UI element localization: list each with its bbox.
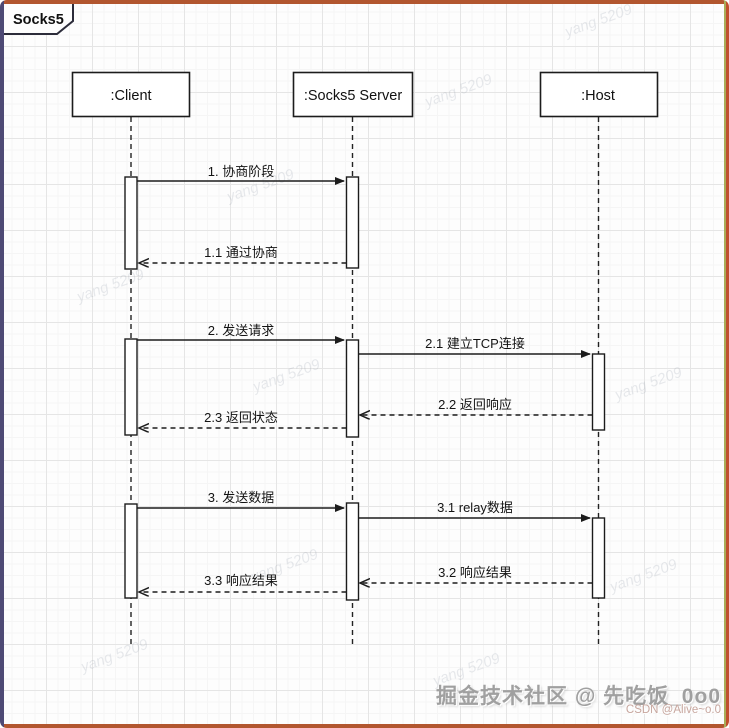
- watermark-text: yang 5209: [250, 356, 323, 397]
- participant-label-client: :Client: [110, 88, 151, 104]
- message-label-1.1: 1.1 通过协商: [204, 245, 278, 260]
- activation-host-2: [591, 517, 606, 599]
- message-label-1: 1. 协商阶段: [208, 164, 274, 179]
- edge-line-right-outer: [726, 0, 729, 728]
- participant-label-socks5-server: :Socks5 Server: [304, 88, 402, 104]
- watermark-text: yang 5209: [422, 71, 495, 112]
- message-label-3: 3. 发送数据: [208, 490, 274, 505]
- participant-socks5-server: :Socks5 Server: [292, 71, 414, 118]
- activation-server-3: [345, 502, 360, 601]
- footer-watermark-juejin: 掘金技术社区 @ 先吃饭_0o0: [435, 685, 721, 708]
- watermark-text: yang 5209: [562, 1, 635, 42]
- frame-title-tab: Socks5: [1, 2, 74, 35]
- watermark-text: yang 5209: [612, 364, 685, 405]
- participant-label-host: :Host: [581, 88, 615, 104]
- activation-client-1: [124, 176, 138, 270]
- activation-client-2: [124, 338, 138, 436]
- edge-line-top: [0, 0, 729, 4]
- message-label-3.1: 3.1 relay数据: [437, 500, 513, 515]
- message-label-2: 2. 发送请求: [208, 323, 274, 338]
- footer-watermark-csdn: CSDN @Alive~o.0: [625, 704, 721, 716]
- message-label-2.1: 2.1 建立TCP连接: [425, 336, 525, 351]
- activation-client-3: [124, 503, 138, 599]
- message-label-2.3: 2.3 返回状态: [204, 410, 278, 425]
- activation-server-2: [345, 339, 360, 438]
- frame-title: Socks5: [13, 12, 64, 28]
- message-label-3.3: 3.3 响应结果: [204, 573, 278, 588]
- participant-box-socks5-server: [292, 71, 414, 118]
- message-label-3.2: 3.2 响应结果: [438, 565, 512, 580]
- participant-box-client: [71, 71, 191, 118]
- participant-client: :Client: [71, 71, 191, 118]
- edge-line-left: [0, 0, 4, 728]
- watermark-text: yang 5209: [74, 266, 147, 307]
- participant-box-host: [539, 71, 659, 118]
- edge-line-bottom: [0, 724, 729, 728]
- participant-host: :Host: [539, 71, 659, 118]
- activation-host-1: [591, 353, 606, 431]
- watermark-text: yang 5209: [607, 556, 680, 597]
- activation-server-1: [345, 176, 360, 269]
- watermark-text: yang 5209: [78, 636, 151, 677]
- message-label-2.2: 2.2 返回响应: [438, 397, 512, 412]
- edge-line-right-inner: [724, 0, 726, 728]
